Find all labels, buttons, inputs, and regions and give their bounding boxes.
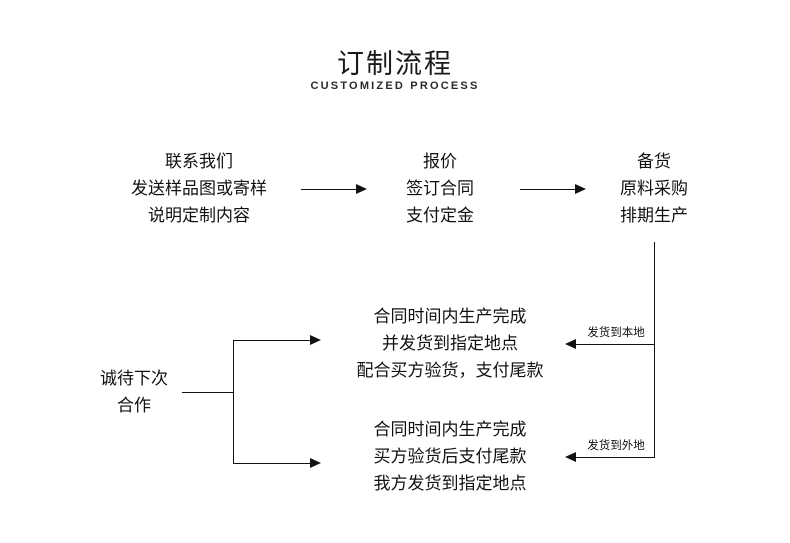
edge-quote-to-stock: [520, 189, 576, 190]
node-quote: 报价 签订合同 支付定金: [375, 148, 505, 229]
node-local-delivery-line-1: 合同时间内生产完成: [373, 307, 527, 326]
edge-ship-remote: [575, 457, 655, 458]
edge-fork-to-local: [233, 340, 311, 341]
node-contact-line-1: 联系我们: [165, 152, 233, 171]
edge-fork-to-remote: [233, 463, 311, 464]
edge-cooperation-stem: [182, 392, 234, 393]
arrowhead-contact-to-quote: [356, 184, 367, 194]
node-cooperation: 诚待下次 合作: [82, 365, 186, 419]
node-quote-line-1: 报价: [423, 152, 457, 171]
page-subtitle: CUSTOMIZED PROCESS: [310, 80, 480, 92]
node-remote-delivery-line-1: 合同时间内生产完成: [373, 420, 527, 439]
node-cooperation-line-1: 诚待下次: [100, 369, 168, 388]
node-quote-line-2: 签订合同: [406, 179, 474, 198]
edge-label-ship-remote: 发货到外地: [587, 440, 645, 452]
node-quote-line-3: 支付定金: [406, 206, 474, 225]
node-remote-delivery: 合同时间内生产完成 买方验货后支付尾款 我方发货到指定地点: [330, 416, 570, 497]
arrowhead-fork-to-remote: [310, 458, 321, 468]
arrowhead-fork-to-local: [310, 335, 321, 345]
node-local-delivery: 合同时间内生产完成 并发货到指定地点 配合买方验货，支付尾款: [330, 303, 570, 384]
node-stock-line-2: 原料采购: [620, 179, 688, 198]
edge-fork-vertical: [233, 340, 234, 464]
edge-ship-local: [575, 344, 655, 345]
node-remote-delivery-line-2: 买方验货后支付尾款: [373, 447, 527, 466]
page-title: 订制流程: [337, 49, 453, 79]
edge-label-ship-local: 发货到本地: [587, 327, 645, 339]
node-local-delivery-line-3: 配合买方验货，支付尾款: [356, 361, 544, 380]
edge-contact-to-quote: [301, 189, 357, 190]
node-contact-line-3: 说明定制内容: [148, 206, 250, 225]
node-contact-line-2: 发送样品图或寄样: [131, 179, 267, 198]
node-stock: 备货 原料采购 排期生产: [594, 148, 714, 229]
node-cooperation-line-2: 合作: [117, 396, 151, 415]
arrowhead-ship-remote: [565, 452, 576, 462]
node-stock-line-3: 排期生产: [620, 206, 688, 225]
node-contact: 联系我们 发送样品图或寄样 说明定制内容: [104, 148, 294, 229]
edge-stock-trunk-vertical: [654, 242, 655, 458]
node-stock-line-1: 备货: [637, 152, 671, 171]
node-remote-delivery-line-3: 我方发货到指定地点: [373, 474, 527, 493]
node-local-delivery-line-2: 并发货到指定地点: [382, 334, 518, 353]
arrowhead-ship-local: [565, 339, 576, 349]
arrowhead-quote-to-stock: [575, 184, 586, 194]
